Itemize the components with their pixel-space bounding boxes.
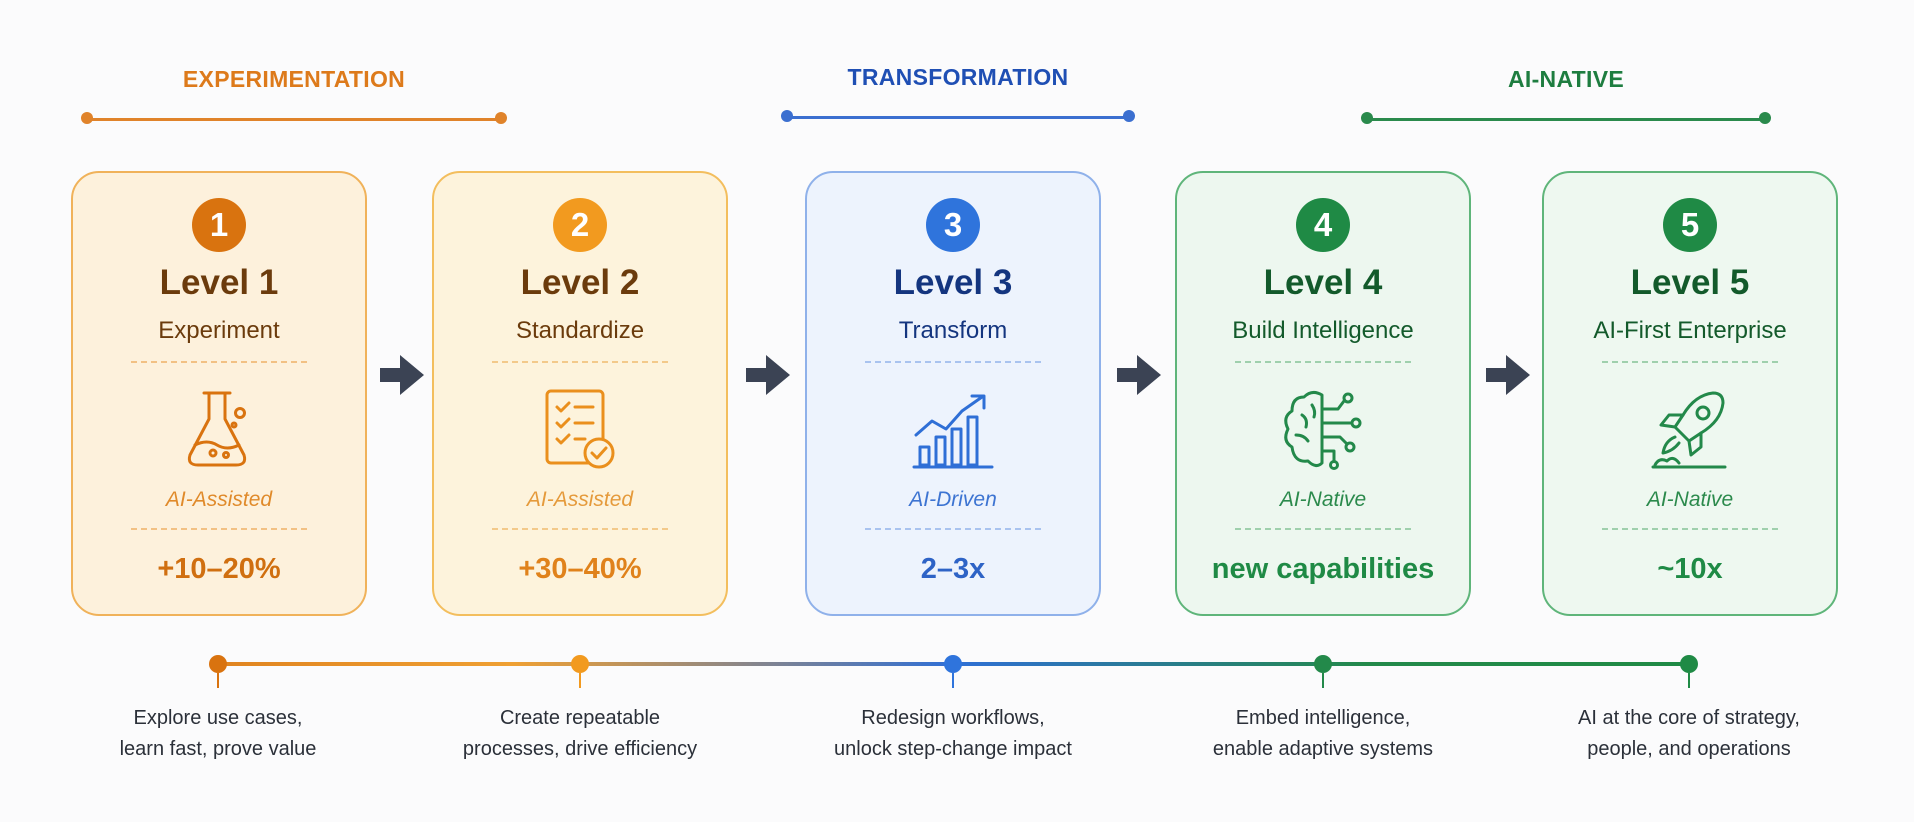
impact-value: 2–3x — [920, 553, 986, 585]
level-subtitle: AI-First Enterprise — [1593, 317, 1787, 344]
phase-label: EXPERIMENTATION — [182, 66, 406, 92]
mode-label: AI-Assisted — [526, 488, 634, 511]
divider — [131, 361, 307, 363]
description-line: learn fast, prove value — [119, 738, 317, 760]
divider — [1235, 361, 1411, 363]
impact-value: +30–40% — [518, 553, 642, 585]
phase-label: AI-NATIVE — [1508, 66, 1624, 92]
description-line: enable adaptive systems — [1212, 738, 1434, 760]
divider — [1602, 528, 1778, 530]
description-line: people, and operations — [1587, 738, 1791, 760]
level-title: Level 2 — [520, 263, 640, 302]
level-card-1: 1 Level 1 Experiment AI-Assisted +10–20% — [71, 171, 367, 616]
mode-label: AI-Native — [1279, 488, 1367, 511]
level-description-3: Redesign workflows, unlock step-change i… — [803, 703, 1103, 765]
divider — [492, 361, 668, 363]
phase-line — [786, 116, 1130, 119]
timeline-marker-5 — [1680, 655, 1698, 688]
timeline-marker-4 — [1314, 655, 1332, 688]
flask-icon — [174, 385, 264, 475]
phase-dot — [781, 110, 793, 122]
mode-label: AI-Assisted — [165, 488, 273, 511]
description-line: Embed intelligence, — [1235, 707, 1411, 729]
level-title: Level 4 — [1263, 263, 1383, 302]
level-number-badge: 5 — [1663, 198, 1717, 252]
level-number-badge: 3 — [926, 198, 980, 252]
level-card-2: 2 Level 2 Standardize AI-Assisted +30–40… — [432, 171, 728, 616]
phase-dot — [81, 112, 93, 124]
level-description-4: Embed intelligence, enable adaptive syst… — [1173, 703, 1473, 765]
description-line: Create repeatable — [499, 707, 661, 729]
phase-line — [1366, 118, 1766, 121]
level-title: Level 1 — [159, 263, 279, 302]
impact-value: new capabilities — [1211, 553, 1435, 585]
divider — [1602, 361, 1778, 363]
level-card-4: 4 Level 4 Build Intelligence AI-Native n… — [1175, 171, 1471, 616]
level-subtitle: Standardize — [515, 317, 645, 344]
level-description-2: Create repeatable processes, drive effic… — [430, 703, 730, 765]
level-title: Level 5 — [1630, 263, 1750, 302]
phase-dot — [1759, 112, 1771, 124]
timeline-marker-3 — [944, 655, 962, 688]
level-description-5: AI at the core of strategy, people, and … — [1539, 703, 1839, 765]
phase-experimentation: EXPERIMENTATION — [81, 66, 507, 126]
divider — [865, 528, 1041, 530]
phase-dot — [1123, 110, 1135, 122]
phase-label: TRANSFORMATION — [847, 64, 1069, 90]
level-title: Level 3 — [893, 263, 1013, 302]
level-number-badge: 1 — [192, 198, 246, 252]
level-card-5: 5 Level 5 AI-First Enterprise AI-Native … — [1542, 171, 1838, 616]
level-description-1: Explore use cases, learn fast, prove val… — [68, 703, 368, 765]
arrow-right-icon — [1486, 355, 1530, 395]
arrow-right-icon — [380, 355, 424, 395]
level-card-3: 3 Level 3 Transform AI-Driven 2–3x — [805, 171, 1101, 616]
description-line: Redesign workflows, — [861, 707, 1045, 729]
checklist-icon — [535, 385, 625, 475]
growth-chart-icon — [908, 385, 998, 475]
timeline-marker-2 — [571, 655, 589, 688]
phase-dot — [495, 112, 507, 124]
phase-transformation: TRANSFORMATION — [781, 64, 1135, 124]
divider — [865, 361, 1041, 363]
level-number-badge: 2 — [553, 198, 607, 252]
divider — [492, 528, 668, 530]
description-line: AI at the core of strategy, — [1578, 707, 1800, 729]
description-line: Explore use cases, — [133, 707, 303, 729]
phase-ai-native: AI-NATIVE — [1361, 66, 1771, 126]
level-subtitle: Transform — [898, 317, 1008, 344]
impact-value: +10–20% — [157, 553, 281, 585]
rocket-icon — [1645, 385, 1735, 475]
divider — [1235, 528, 1411, 530]
level-subtitle: Build Intelligence — [1232, 317, 1414, 344]
arrow-right-icon — [746, 355, 790, 395]
mode-label: AI-Driven — [909, 488, 997, 511]
mode-label: AI-Native — [1646, 488, 1734, 511]
arrow-right-icon — [1117, 355, 1161, 395]
level-subtitle: Experiment — [158, 317, 280, 344]
divider — [131, 528, 307, 530]
impact-value: ~10x — [1657, 553, 1723, 585]
level-number-badge: 4 — [1296, 198, 1350, 252]
phase-line — [86, 118, 502, 121]
brain-circuit-icon — [1278, 385, 1368, 475]
phase-dot — [1361, 112, 1373, 124]
description-line: unlock step-change impact — [834, 738, 1072, 760]
timeline-marker-1 — [209, 655, 227, 688]
description-line: processes, drive efficiency — [462, 738, 698, 760]
